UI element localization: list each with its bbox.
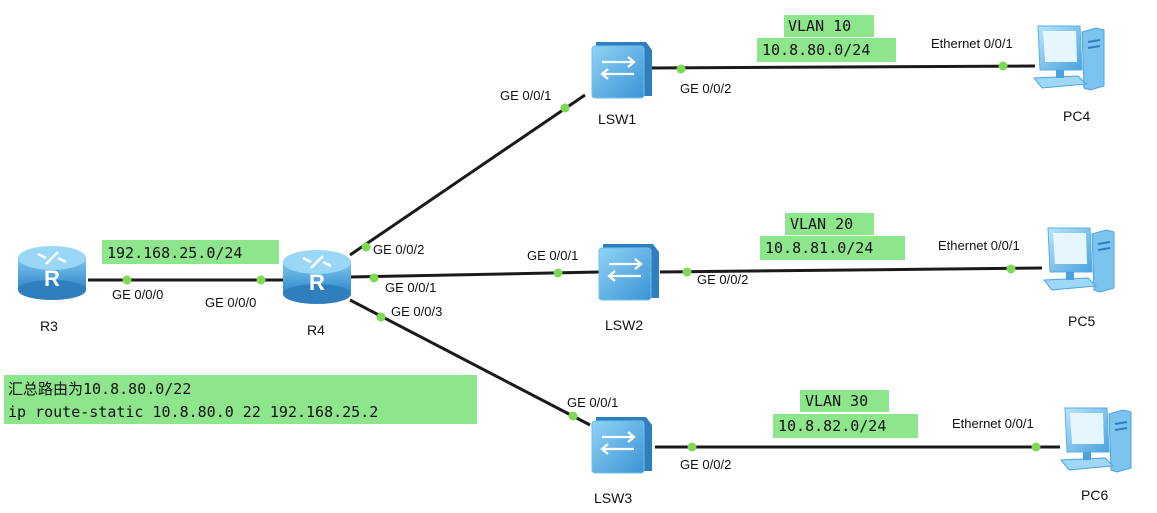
device-pc6[interactable]: PC6	[1060, 407, 1132, 503]
port-label-lsw3-ge001: GE 0/0/1	[567, 395, 618, 410]
device-label-lsw2: LSW2	[605, 317, 643, 333]
network-label-vlan20: VLAN 20 10.8.81.0/24	[760, 213, 905, 260]
router-icon	[16, 244, 88, 302]
port-label-r3-ge000: GE 0/0/0	[112, 287, 163, 302]
port-label-lsw3-ge002: GE 0/0/2	[680, 457, 731, 472]
port-label-lsw2-ge001: GE 0/0/1	[527, 248, 578, 263]
device-label-lsw1: LSW1	[598, 111, 636, 127]
port-label-r4-ge003: GE 0/0/3	[391, 304, 442, 319]
device-r3[interactable]: R3	[16, 244, 88, 334]
switch-icon	[590, 40, 654, 100]
port-dot-lsw1-ge002	[676, 64, 686, 74]
svg-text:VLAN 30: VLAN 30	[805, 392, 868, 410]
device-label-lsw3: LSW3	[594, 490, 632, 506]
port-label-pc4-eth: Ethernet 0/0/1	[931, 36, 1013, 51]
svg-text:10.8.80.0/24: 10.8.80.0/24	[762, 41, 870, 59]
device-label-pc6: PC6	[1081, 487, 1108, 503]
svg-text:192.168.25.0/24: 192.168.25.0/24	[107, 244, 242, 262]
device-lsw2[interactable]: LSW2	[597, 242, 661, 333]
device-label-pc4: PC4	[1063, 108, 1090, 124]
port-dot-lsw3-ge001	[568, 411, 578, 421]
port-dot-pc5-eth	[1006, 264, 1016, 274]
port-dot-r3-ge000	[122, 275, 132, 285]
link-r4-lsw3	[349, 298, 591, 427]
port-label-pc5-eth: Ethernet 0/0/1	[938, 238, 1020, 253]
svg-text:VLAN 20: VLAN 20	[790, 215, 853, 233]
pc-icon	[1033, 25, 1105, 91]
port-dot-lsw1-ge001	[560, 103, 570, 113]
port-dot-lsw2-ge002	[682, 267, 692, 277]
port-dot-pc6-eth	[1031, 442, 1041, 452]
svg-text:VLAN 10: VLAN 10	[788, 17, 851, 35]
port-label-r4-ge000: GE 0/0/0	[205, 295, 256, 310]
pc-icon	[1060, 407, 1132, 473]
port-label-r4-ge001: GE 0/0/1	[385, 280, 436, 295]
link-lsw2-pc5	[659, 266, 1043, 274]
pc-icon	[1043, 227, 1115, 293]
link-r4-lsw2	[349, 270, 601, 279]
network-label-vlan30: VLAN 30 10.8.82.0/24	[773, 390, 918, 438]
port-dot-r4-ge003	[376, 312, 386, 322]
port-label-r4-ge002: GE 0/0/2	[373, 242, 424, 257]
link-r4-lsw1	[349, 93, 586, 257]
device-pc4[interactable]: PC4	[1033, 25, 1105, 124]
summary-route-line1: 汇总路由为10.8.80.0/22	[8, 380, 191, 398]
switch-icon	[597, 242, 661, 302]
port-dot-r4-ge001	[369, 273, 379, 283]
device-label-r4: R4	[307, 322, 325, 338]
summary-route-note: 汇总路由为10.8.80.0/22 ip route-static 10.8.8…	[4, 375, 477, 424]
port-dot-r4-ge000	[256, 275, 266, 285]
switch-icon	[590, 415, 654, 475]
device-lsw1[interactable]: LSW1	[590, 40, 654, 127]
svg-text:10.8.81.0/24: 10.8.81.0/24	[765, 239, 873, 257]
device-r4[interactable]: R4	[281, 248, 353, 338]
port-dot-lsw3-ge002	[687, 442, 697, 452]
port-label-pc6-eth: Ethernet 0/0/1	[952, 416, 1034, 431]
router-icon	[281, 248, 353, 306]
network-label-vlan10: VLAN 10 10.8.80.0/24	[757, 15, 896, 62]
device-pc5[interactable]: PC5	[1043, 227, 1115, 329]
summary-route-line2: ip route-static 10.8.80.0 22 192.168.25.…	[8, 403, 378, 421]
port-dot-r4-ge002	[361, 242, 371, 252]
device-lsw3[interactable]: LSW3	[590, 415, 654, 506]
svg-text:10.8.82.0/24: 10.8.82.0/24	[778, 417, 886, 435]
port-dot-pc4-eth	[998, 61, 1008, 71]
device-label-r3: R3	[40, 318, 58, 334]
port-label-lsw2-ge002: GE 0/0/2	[697, 272, 748, 287]
port-dot-lsw2-ge001	[553, 268, 563, 278]
device-label-pc5: PC5	[1068, 313, 1095, 329]
link-lsw1-pc4	[649, 64, 1036, 70]
port-label-lsw1-ge001: GE 0/0/1	[500, 88, 551, 103]
port-label-lsw1-ge002: GE 0/0/2	[680, 81, 731, 96]
network-label-r3-r4: 192.168.25.0/24	[102, 240, 279, 264]
